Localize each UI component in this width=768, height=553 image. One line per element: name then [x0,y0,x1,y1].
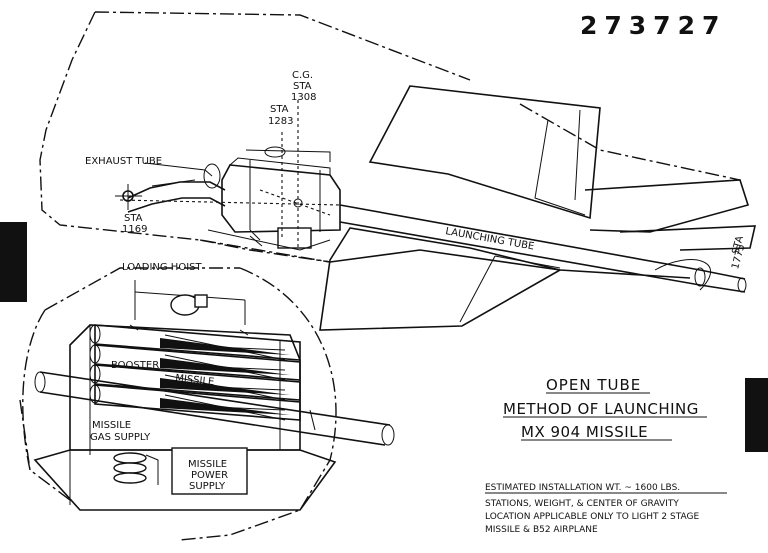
cutaway-section [19,267,395,541]
label-sta-1283: STA [270,104,289,115]
label-gas-supply-2: GAS SUPPLY [90,432,151,443]
launching-tube [339,204,747,293]
note-stations-2: LOCATION APPLICABLE ONLY TO LIGHT 2 STAG… [485,512,699,522]
label-cg: C.G. [292,70,313,81]
label-power-supply-2: POWER [191,470,228,481]
label-gas-supply-1: MISSILE [92,420,131,431]
exhaust-tube [127,163,226,213]
upper-fin [368,85,601,220]
note-stations-1: STATIONS, WEIGHT, & CENTER OF GRAVITY [485,499,679,509]
installation-box [119,100,341,251]
fuselage-section [39,11,741,279]
label-exhaust-tube: EXHAUST TUBE [85,156,162,167]
label-power-supply-1: MISSILE [188,459,227,470]
title-line-1: OPEN TUBE [546,376,641,394]
label-sta-1775: STA [730,235,745,256]
left-scan-tab [0,222,27,302]
title-block: OPEN TUBE METHOD OF LAUNCHING MX 904 MIS… [503,376,707,441]
label-missile: MISSILE [175,373,215,388]
gas-supply [113,452,159,485]
label-sta-1308: STA [293,81,312,92]
label-booster: BOOSTER [111,360,159,371]
note-stations-3: MISSILE & B52 AIRPLANE [485,525,598,535]
label-sta-1169: STA [124,213,143,224]
title-line-2: METHOD OF LAUNCHING [503,400,699,418]
drawing-number: 273727 [580,11,726,40]
label-power-supply-3: SUPPLY [189,481,226,492]
label-loading-hoist: LOADING HOIST [122,262,202,273]
value-sta-1169: 1169 [122,224,147,235]
right-scan-tab [745,378,768,452]
missile-stack [89,324,301,421]
loading-hoist [129,280,249,336]
sta-1169-mark [115,184,142,210]
leader-exhaust-tube [144,162,213,177]
notes-block: ESTIMATED INSTALLATION WT. ~ 1600 LBS. S… [485,483,727,535]
value-sta-1308: 1308 [291,92,316,103]
title-line-3: MX 904 MISSILE [521,423,648,441]
power-supply-box [171,447,248,495]
lower-fin [319,227,563,331]
tail-surfaces [584,179,757,251]
note-installation-weight: ESTIMATED INSTALLATION WT. ~ 1600 LBS. [485,483,680,493]
value-sta-1283: 1283 [268,116,293,127]
